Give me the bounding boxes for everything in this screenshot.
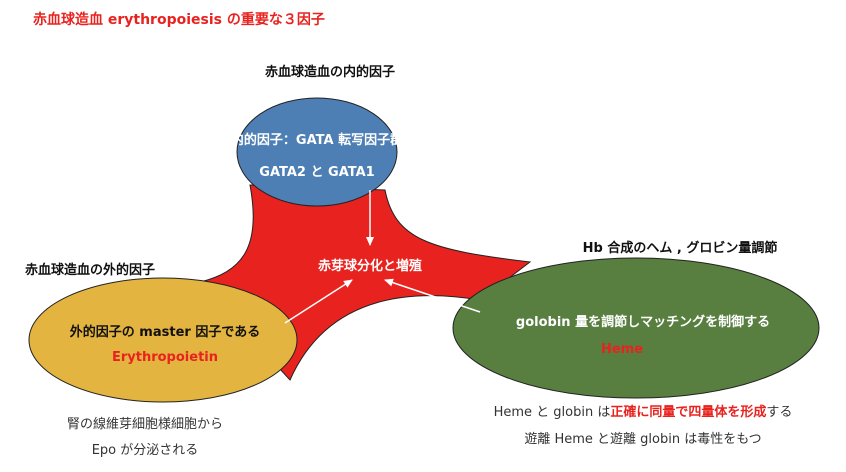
heme-line2: Heme — [601, 342, 643, 357]
extrinsic-line1: 外的因子の master 因子である — [69, 324, 260, 340]
intrinsic-line2: GATA2 と GATA1 — [259, 165, 374, 180]
diagram-title: 赤血球造血 erythropoiesis の重要な３因子 — [33, 11, 325, 28]
extrinsic-note1: 腎の線維芽細胞様細胞から — [67, 416, 223, 432]
intrinsic-factor-ellipse — [236, 97, 398, 207]
intrinsic-line1: 内的因子：GATA 転写因子群 — [231, 132, 403, 148]
heme-note1: Heme と globin は正確に同量で四量体を形成する — [494, 404, 793, 420]
extrinsic-note2: Epo が分泌される — [92, 443, 199, 458]
heme-note1-c: する — [766, 405, 792, 420]
extrinsic-line2: Erythropoietin — [112, 350, 218, 365]
extrinsic-factor-ellipse — [28, 277, 298, 403]
heme-note1-a: Heme と globin は — [494, 405, 611, 420]
extrinsic-heading: 赤血球造血の外的因子 — [25, 262, 155, 278]
arrow-extrinsic-to-center — [284, 279, 353, 324]
intrinsic-heading: 赤血球造血の内的因子 — [265, 64, 395, 80]
heme-heading: Hb 合成のヘム , グロビン量調節 — [583, 240, 778, 256]
center-label: 赤芽球分化と増殖 — [318, 258, 422, 274]
heme-note1-emphasis: 正確に同量で四量体を形成 — [610, 404, 766, 420]
heme-note2: 遊離 Heme と遊離 globin は毒性をもつ — [524, 432, 761, 447]
heme-factor-ellipse — [452, 257, 820, 399]
arrow-heme-to-center — [384, 278, 481, 313]
heme-line1: golobin 量を調節しマッチングを制御する — [516, 314, 770, 330]
